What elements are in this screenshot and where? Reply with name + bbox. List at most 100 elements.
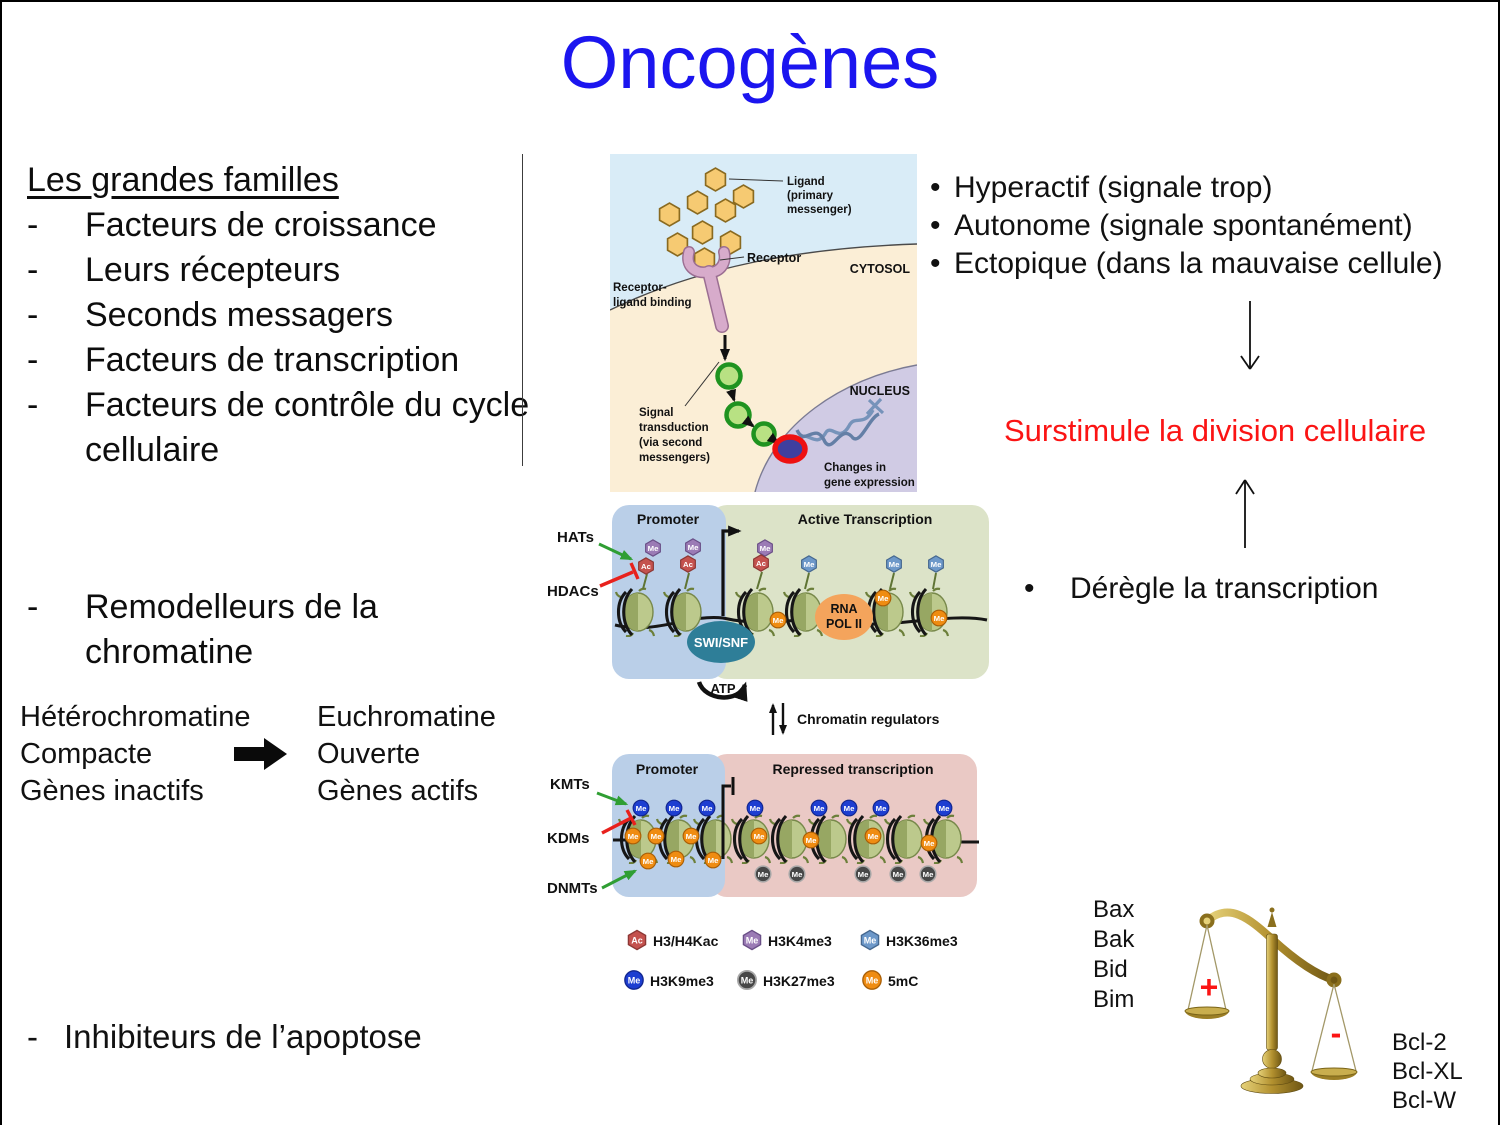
repressed-title: Repressed transcription [772,761,933,777]
ligand-hexagon-icon [686,190,709,215]
arrow-down [726,388,736,403]
scale-finial [1267,912,1277,927]
pro-apoptotic-genes: Bax Bak Bid Bim [1093,896,1135,1013]
h3k9me3-mark [665,799,683,817]
5mc-mark [624,827,642,845]
signal-transduction-label: Signal [639,407,674,419]
scale-column [1266,933,1278,1051]
h3k27me3-mark [788,865,806,883]
kmts-label: KMTs [550,776,590,793]
anti-apoptotic-minus: - [1331,1015,1342,1051]
left-pan-strings [1187,924,1227,1011]
legend-label: H3K4me3 [768,933,832,949]
second-messenger [751,421,777,447]
property-label: Ectopique (dans la mauvaise cellule) [954,247,1443,280]
dash-marker: - [27,206,39,244]
h3k9me3-mark [698,799,716,817]
hats-label: HATs [557,529,594,546]
h3k36me3-legend-icon [860,929,880,951]
h3k4me3-mark [685,538,701,556]
list-item: - Seconds messagers [27,293,547,338]
5mc-mark [930,609,948,627]
svg-text:POL II: POL II [826,617,862,631]
5mc-mark [802,831,820,849]
ligand-hexagon-icon [704,167,727,192]
families-section: Les grandes familles -Facteurs de croiss… [27,158,547,473]
chromatin-regulators-label: Chromatin regulators [797,711,940,727]
h3k9me3-mark [810,799,828,817]
right-fat-arrow-icon [234,738,287,770]
remodelers-item: -Remodelleurs de la chromatine [27,585,427,675]
5mc-mark [647,827,665,845]
dna-helix [795,397,885,447]
transcription-start-arrow [721,525,742,616]
h3k9me3-mark [632,799,650,817]
legend-label: H3K36me3 [886,933,958,949]
dnmts-label: DNMTs [547,880,598,897]
rna-pol-ii [815,594,873,640]
dash-marker: - [27,296,39,334]
promoter-title: Promoter [636,761,699,777]
promoter-title: Promoter [637,511,700,527]
acetyl-legend-icon [627,929,647,951]
h3k9me3-mark [746,799,764,817]
legend-label: 5mC [888,973,918,989]
h3k36me3-mark [801,555,817,573]
list-item: -Facteurs de transcription [27,338,547,383]
histone-marks-legend: H3/H4Kac H3K4me3 H3K36me3 H3K9me3 H3K27m… [624,929,958,991]
property-label: Autonome (signale spontanément) [954,209,1413,242]
family-label: Leurs récepteurs [85,251,341,289]
oncogene-properties: •Hyperactif (signale trop) •Autonome (si… [930,169,1498,283]
5mc-mark [874,589,892,607]
h3k4me3-mark [757,539,773,557]
repression-line [721,784,731,859]
svg-text:messengers): messengers) [639,452,710,464]
h3k36me3-mark [886,555,902,573]
right-pan-strings [1311,983,1357,1072]
signaling-labels: Ligand (primary messenger) Receptor CYTO… [613,176,915,489]
nucleus-label: NUCLEUS [850,384,910,398]
repressed-panel [710,754,977,897]
family-label: Seconds messagers [85,296,394,334]
hdacs-label: HDACs [547,583,599,600]
active-transcription-diagram: Promoter Active Transcription [547,505,989,702]
swi-snf-label: SWI/SNF [694,635,748,650]
bullet-marker: • [930,247,941,280]
5mc-mark [920,834,938,852]
up-arrow-icon [1235,479,1255,548]
dash-marker: - [27,251,39,289]
acetyl-mark [680,555,696,573]
changes-label: Changes in [824,462,886,474]
anti-apoptotic-genes: Bcl-2 Bcl-XL Bcl-W [1392,1029,1463,1114]
dash-marker: - [27,341,39,379]
legend-label: H3K9me3 [650,973,714,989]
rna-pol-label: RNA [830,602,857,616]
pro-apoptotic-plus: + [1200,969,1219,1005]
family-label: Facteurs de contrôle du cycle cellulaire [85,386,530,469]
dnmts-arrow [601,869,638,890]
transcription-factor [772,434,808,464]
5mc-mark [704,851,722,869]
svg-text:ligand binding: ligand binding [613,297,692,309]
h3k9me3-mark [935,799,953,817]
ligand-hexagon-icon [658,202,681,227]
h3k9me3-mark [840,799,858,817]
second-messenger [715,362,743,390]
list-item: -Facteurs de croissance [27,203,547,248]
svg-text:messenger): messenger) [787,204,852,216]
5mc-mark [667,850,685,868]
column-ball [1262,1049,1282,1069]
page-title: Oncogènes [560,21,940,104]
ligand-label: Ligand [787,176,825,188]
remodelers-label: Remodelleurs de la chromatine [85,588,378,671]
atp-cycle-arrow [696,681,748,702]
scale-graphic: + - [1184,907,1358,1094]
divider-line [522,154,523,466]
cytosol-label: CYTOSOL [850,262,911,276]
cell-membrane [610,243,917,311]
apoptosis-label: Inhibiteurs de l’apoptose [64,1018,422,1055]
atp-label: ATP [710,681,735,696]
nuclear-envelope [754,364,917,492]
signal-transduction-diagram: Ligand (primary messenger) Receptor CYTO… [610,154,917,492]
h3k27me3-legend-icon [736,969,758,991]
